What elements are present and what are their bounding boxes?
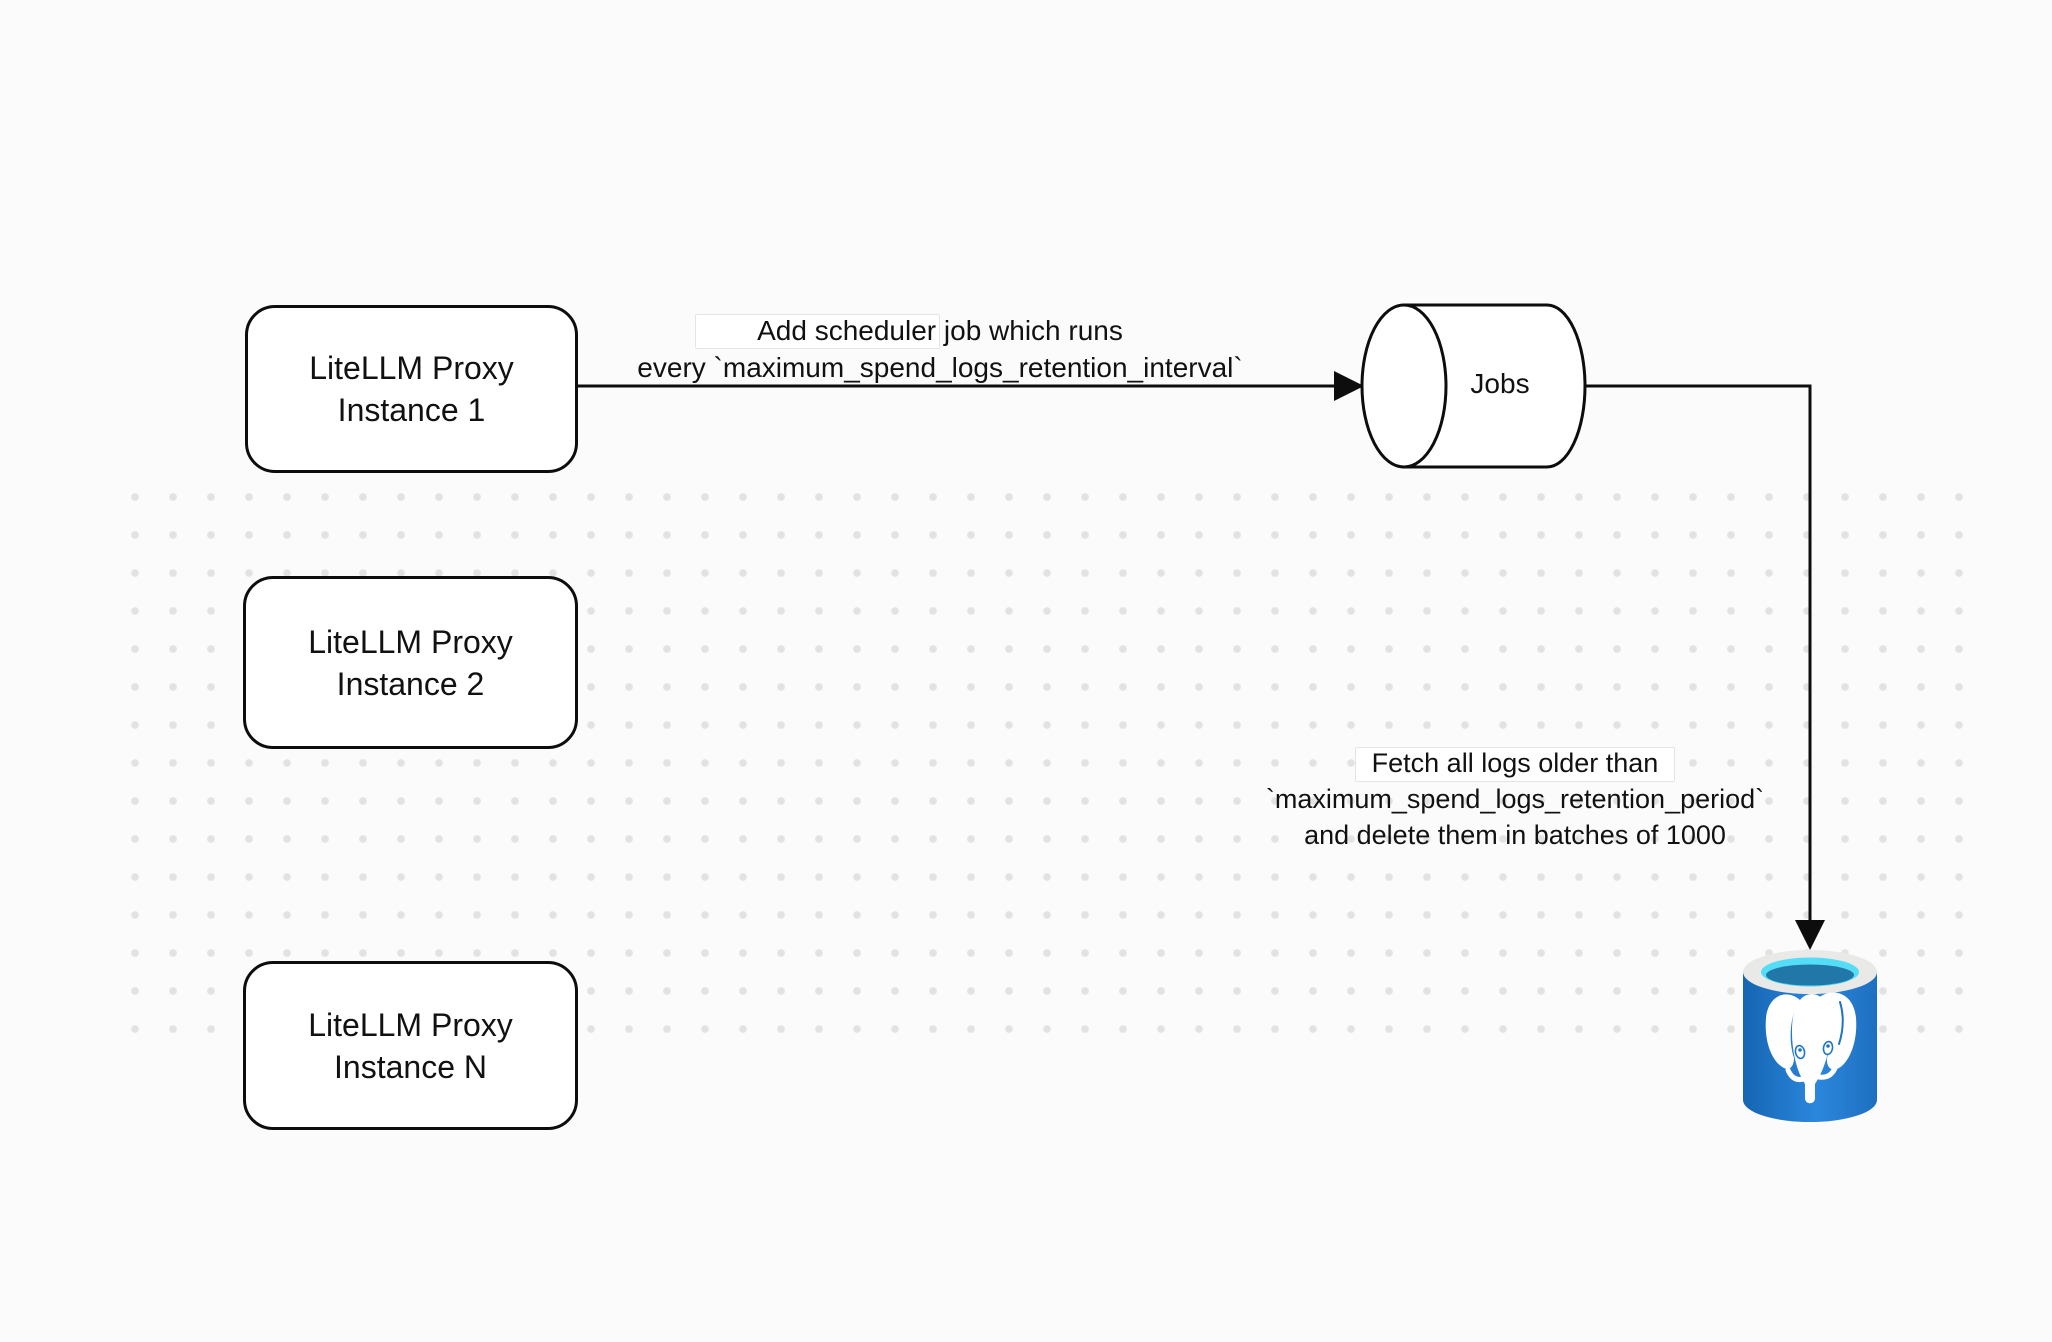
node-litellm-proxy-instance-n[interactable]: LiteLLM Proxy Instance N [243,961,578,1130]
edge-label-cleanup[interactable]: Fetch all logs older than `maximum_spend… [1210,745,1820,853]
edge-label-line: `maximum_spend_logs_retention_period` [1265,784,1765,814]
node-label: Instance 2 [336,665,485,702]
node-label: LiteLLM Proxy [308,623,513,660]
jobs-node-label: Jobs [1470,368,1530,399]
label-background [695,314,940,349]
node-label: LiteLLM Proxy [309,350,514,386]
postgresql-icon[interactable] [1742,948,1878,1124]
db-cylinder-opening-shadow [1766,964,1854,986]
edge-label-line: and delete them in batches of 1000 [1304,820,1726,850]
edge-label-scheduler[interactable]: Add scheduler job which runs every `maxi… [600,312,1280,386]
node-label: Instance 1 [337,392,486,428]
arrowhead-right-icon [1334,371,1364,401]
node-label: Instance N [334,1048,487,1085]
edge-label-line: Fetch all logs older than [1371,748,1659,778]
node-label: LiteLLM Proxy [308,1006,513,1043]
edge-label-line: every `maximum_spend_logs_retention_inte… [637,352,1243,383]
node-litellm-proxy-instance-2[interactable]: LiteLLM Proxy Instance 2 [243,576,578,749]
node-litellm-proxy-instance-1[interactable]: LiteLLM Proxy Instance 1 [245,305,578,473]
edge-label-line: Add scheduler job which runs [757,315,1123,346]
postgres-elephant-icon [1765,992,1857,1104]
